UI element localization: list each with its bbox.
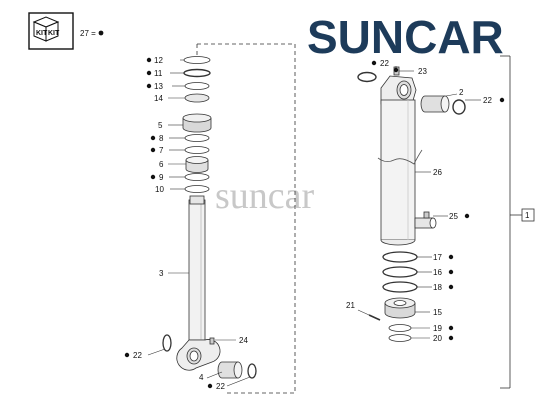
callout-24: 24 (239, 336, 248, 345)
callout-22-left: 22 (133, 351, 142, 360)
callout-22-barrel-top: 22 (380, 59, 389, 68)
rod-callouts: 12 11 13 14 5 8 7 6 9 10 3 24 22 4 22 (124, 56, 248, 391)
callout-25: 25 (449, 212, 458, 221)
kit-label-left: KIT (36, 30, 48, 37)
bushing-14 (184, 93, 210, 103)
assembly-ref-label: 1 (525, 211, 530, 220)
black-dot-icon (448, 284, 454, 290)
black-dot-icon (393, 67, 399, 73)
black-dot-icon (448, 269, 454, 275)
callout-22-bottom: 22 (216, 382, 225, 391)
callout-3: 3 (159, 269, 164, 278)
black-dot-icon (464, 213, 470, 219)
assembly-bracket (500, 55, 522, 389)
callout-14: 14 (154, 94, 163, 103)
callout-2: 2 (459, 88, 464, 97)
rod-assembly (162, 56, 257, 379)
kit-boxes-icon: KIT KIT (28, 12, 74, 50)
barrel-leaders (357, 66, 481, 339)
seal-22-barrel (452, 99, 466, 115)
callout-22-barrel-right: 22 (483, 96, 492, 105)
barrel-assembly (357, 66, 466, 342)
ring-18 (382, 281, 418, 293)
black-dot-icon (146, 83, 152, 89)
barrel-26 (380, 99, 416, 241)
bushing-2 (420, 95, 446, 113)
ring-20 (388, 334, 412, 342)
ring-16 (382, 266, 418, 278)
black-dot-icon (124, 352, 130, 358)
black-dot-icon (98, 30, 104, 36)
callout-16: 16 (433, 268, 442, 277)
callout-15: 15 (433, 308, 442, 317)
seal-22-top (357, 71, 377, 83)
kit-label-right: KIT (48, 30, 60, 37)
seal-22-right (247, 363, 257, 379)
callout-5: 5 (158, 121, 163, 130)
black-dot-icon (371, 60, 377, 66)
callout-10: 10 (155, 185, 164, 194)
callout-8: 8 (159, 134, 164, 143)
callout-4: 4 (199, 373, 204, 382)
callout-13: 13 (154, 82, 163, 91)
ring-17 (382, 251, 418, 263)
callout-20: 20 (433, 334, 442, 343)
ring-7 (184, 146, 210, 154)
black-dot-icon (448, 254, 454, 260)
nipple-24 (209, 337, 215, 345)
callout-9: 9 (159, 173, 164, 182)
kit-ref-label: 27 = (80, 29, 96, 38)
black-dot-icon (146, 70, 152, 76)
seal-12 (183, 56, 211, 64)
callout-21: 21 (346, 301, 355, 310)
assembly-ref-box (521, 208, 535, 222)
black-dot-icon (207, 383, 213, 389)
callout-26: 26 (433, 168, 442, 177)
black-dot-icon (499, 97, 505, 103)
black-dot-icon (150, 174, 156, 180)
ring-8 (184, 134, 210, 142)
ring-9 (184, 173, 210, 181)
callout-17: 17 (433, 253, 442, 262)
callout-19: 19 (433, 324, 442, 333)
ring-10 (184, 185, 210, 193)
rod-leaders (147, 59, 251, 387)
brand-text: SUNCAR (307, 11, 504, 63)
black-dot-icon (146, 57, 152, 63)
callout-12: 12 (154, 56, 163, 65)
black-dot-icon (150, 147, 156, 153)
callout-11: 11 (154, 69, 163, 78)
rod-3 (188, 199, 206, 341)
pin-21 (368, 314, 381, 321)
black-dot-icon (448, 335, 454, 341)
watermark: suncar (215, 175, 315, 217)
black-dot-icon (150, 135, 156, 141)
callout-7: 7 (159, 146, 164, 155)
callout-23: 23 (418, 67, 427, 76)
callout-18: 18 (433, 283, 442, 292)
ring-11 (183, 68, 211, 78)
ring-13 (184, 82, 210, 90)
seal-22-left (162, 334, 172, 352)
barrel-callouts: 22 23 2 22 26 25 17 16 18 21 15 19 20 (346, 59, 505, 343)
callout-6: 6 (159, 160, 164, 169)
dashed-guide (197, 43, 296, 394)
brand-logo: SUNCAR (307, 11, 504, 63)
ring-19 (388, 324, 412, 332)
black-dot-icon (448, 325, 454, 331)
